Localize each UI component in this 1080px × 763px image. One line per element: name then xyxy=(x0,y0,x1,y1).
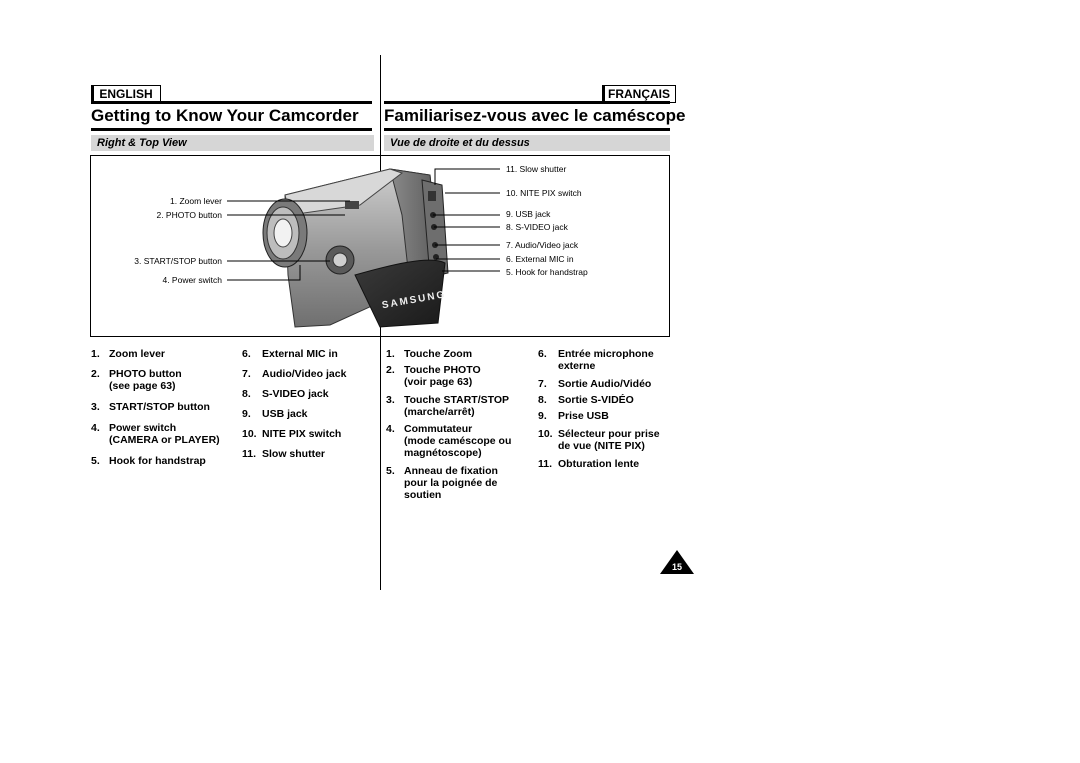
list-item: 3.Touche START/STOP xyxy=(386,394,510,406)
list-item-cont: (see page 63) xyxy=(109,380,176,392)
list-item-cont: soutien xyxy=(404,489,442,501)
list-item: 4.Commutateur xyxy=(386,423,473,435)
list-item: 10.NITE PIX switch xyxy=(242,428,342,440)
callout-start-stop: 3. START/STOP button xyxy=(134,256,222,266)
callout-leaders xyxy=(227,168,500,281)
list-item: 5.Hook for handstrap xyxy=(91,455,206,467)
callout-handstrap-hook: 5. Hook for handstrap xyxy=(506,267,588,277)
list-item-cont: magnétoscope) xyxy=(404,447,482,459)
list-item: 5.Anneau de fixation xyxy=(386,465,498,477)
list-item: 1.Zoom lever xyxy=(91,348,166,360)
list-item: 9.Prise USB xyxy=(538,410,609,422)
callout-svideo-jack: 8. S-VIDEO jack xyxy=(506,222,568,232)
english-tag: ENGLISH xyxy=(91,85,161,103)
list-item: 2.PHOTO button xyxy=(91,368,182,380)
list-item-cont: (CAMERA or PLAYER) xyxy=(109,434,220,446)
list-item: 7.Sortie Audio/Vidéo xyxy=(538,378,652,390)
list-item: 1.Touche Zoom xyxy=(386,348,473,360)
french-rule xyxy=(384,101,670,104)
callout-slow-shutter: 11. Slow shutter xyxy=(506,164,567,174)
list-item-cont: de vue (NITE PIX) xyxy=(558,440,645,452)
list-item: 4.Power switch xyxy=(91,422,177,434)
callout-av-jack: 7. Audio/Video jack xyxy=(506,240,579,250)
list-item: 6.External MIC in xyxy=(242,348,338,360)
list-item: 11.Slow shutter xyxy=(242,448,326,460)
callout-usb-jack: 9. USB jack xyxy=(506,209,551,219)
section-english: Right & Top View xyxy=(91,135,374,151)
list-item: 10.Sélecteur pour prise xyxy=(538,428,660,440)
english-list-col2: 6.External MIC in 7.Audio/Video jack 8.S… xyxy=(242,348,374,478)
list-item: 7.Audio/Video jack xyxy=(242,368,347,380)
french-list-col1: 1.Touche Zoom 2.Touche PHOTO (voir page … xyxy=(386,348,534,508)
title-rule-french xyxy=(384,128,670,131)
title-french: Familiarisez-vous avec le caméscope xyxy=(384,106,686,125)
callout-photo-button: 2. PHOTO button xyxy=(156,210,222,220)
list-item-cont: (voir page 63) xyxy=(404,376,473,388)
list-item: 6.Entrée microphone xyxy=(538,348,654,360)
list-item-cont: externe xyxy=(558,360,596,372)
title-rule-english xyxy=(91,128,372,131)
list-item: 3.START/STOP button xyxy=(91,401,210,413)
callout-power-switch: 4. Power switch xyxy=(162,275,222,285)
french-list-col2: 6.Entrée microphone externe 7.Sortie Aud… xyxy=(538,348,674,478)
list-item: 2.Touche PHOTO xyxy=(386,364,481,376)
callout-nite-pix: 10. NITE PIX switch xyxy=(506,188,582,198)
list-item: 9.USB jack xyxy=(242,408,308,420)
list-item-cont: pour la poignée de xyxy=(404,477,498,489)
list-item-cont: (marche/arrêt) xyxy=(404,406,475,418)
section-french: Vue de droite et du dessus xyxy=(384,135,670,151)
english-list-col1: 1.Zoom lever 2.PHOTO button (see page 63… xyxy=(91,348,231,478)
list-item: 8.Sortie S-VIDÉO xyxy=(538,394,634,406)
title-english: Getting to Know Your Camcorder xyxy=(91,106,359,125)
list-item-cont: (mode caméscope ou xyxy=(404,435,512,447)
list-item: 11.Obturation lente xyxy=(538,458,640,470)
callout-external-mic: 6. External MIC in xyxy=(506,254,574,264)
page-number: 15 xyxy=(672,562,682,572)
callout-zoom-lever: 1. Zoom lever xyxy=(170,196,222,206)
french-tag: FRANÇAIS xyxy=(602,85,676,103)
page-number-badge: 15 xyxy=(660,550,694,574)
camcorder-illustration: SAMSUNG xyxy=(262,168,449,328)
english-rule xyxy=(91,101,372,104)
figure-frame xyxy=(90,155,670,337)
list-item: 8.S-VIDEO jack xyxy=(242,388,329,400)
